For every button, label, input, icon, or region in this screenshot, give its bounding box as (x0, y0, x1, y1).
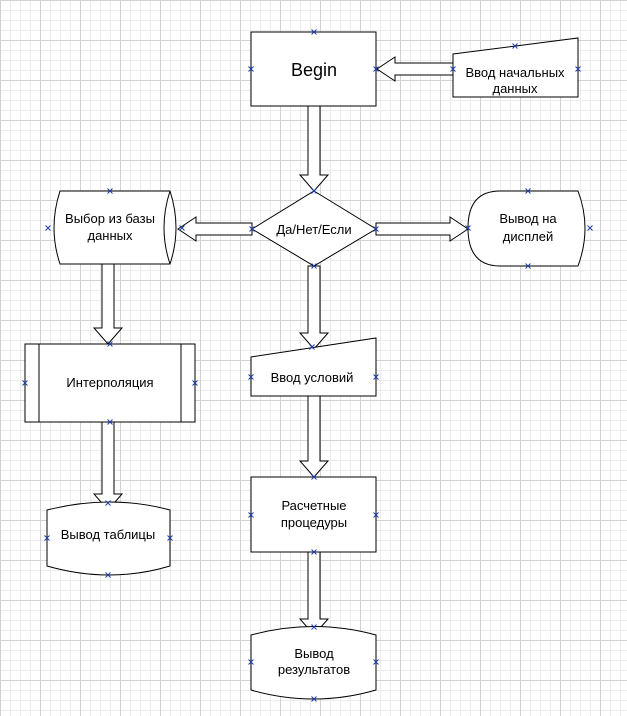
connection-point-marker (525, 263, 531, 269)
display-out-label-line1: Вывод на (499, 211, 557, 226)
table-out-shape (46, 501, 171, 576)
connection-point-marker (179, 225, 185, 231)
connection-point-marker (45, 225, 51, 231)
arrow-decision-to-conditions (298, 265, 330, 350)
db-select-inner-arc (163, 190, 171, 265)
arrow-begin-to-decision (298, 105, 330, 192)
connection-point-marker (249, 226, 255, 232)
arrow-db-to-interpolation (92, 263, 124, 345)
connection-point-marker (107, 188, 113, 194)
connection-point-marker (311, 29, 317, 35)
connection-point-marker (465, 225, 471, 231)
interpolation-node[interactable]: Интерполяция (24, 343, 196, 423)
results-out-label-line1: Вывод (294, 646, 334, 661)
calc-node[interactable]: Расчетные процедуры (250, 476, 377, 553)
connection-point-marker (192, 380, 198, 386)
connection-point-marker (105, 500, 111, 506)
connection-point-marker (373, 512, 379, 518)
input-initial-node[interactable]: Ввод начальных данных (452, 37, 579, 98)
input-initial-shape (452, 37, 579, 98)
connection-point-marker (311, 263, 317, 269)
connection-point-marker (373, 66, 379, 72)
connection-point-marker (373, 226, 379, 232)
calc-label-line1: Расчетные (281, 498, 346, 513)
connection-point-marker (311, 549, 317, 555)
arrow-decision-to-db (177, 216, 253, 242)
interpolation-label: Интерполяция (66, 375, 153, 390)
connection-point-marker (44, 535, 50, 541)
arrow-interpolation-to-table (92, 421, 124, 511)
decision-label: Да/Нет/Если (276, 222, 351, 237)
arrow-input-to-begin (376, 56, 454, 82)
connection-point-marker (248, 374, 254, 380)
begin-label: Begin (291, 60, 337, 80)
display-out-label-line2: дисплей (503, 229, 553, 244)
display-out-shape (467, 190, 586, 267)
connection-point-marker (311, 696, 317, 702)
table-out-label: Вывод таблицы (61, 527, 155, 542)
arrow-decision-to-display (375, 216, 469, 242)
connection-point-marker (373, 659, 379, 665)
begin-node[interactable]: Begin (250, 31, 377, 107)
db-select-node[interactable]: Выбор из базы данных (53, 190, 177, 265)
decision-node[interactable]: Да/Нет/Если (251, 190, 377, 267)
connection-point-marker (373, 374, 379, 380)
connection-point-marker (248, 512, 254, 518)
connection-point-marker (311, 624, 317, 630)
input-conditions-node[interactable]: Ввод условий (250, 337, 377, 397)
connection-point-marker (309, 344, 315, 350)
input-conditions-label: Ввод условий (271, 370, 354, 385)
connection-point-marker (311, 474, 317, 480)
connection-point-marker (248, 659, 254, 665)
connection-point-marker (107, 419, 113, 425)
connection-point-marker (512, 43, 518, 49)
connection-point-marker (167, 535, 173, 541)
arrow-calc-to-results (298, 551, 330, 636)
calc-label-line2: процедуры (281, 515, 347, 530)
db-select-label-line2: данных (87, 228, 133, 243)
begin-box (250, 31, 377, 107)
connection-point-marker (575, 66, 581, 72)
db-select-label-line1: Выбор из базы (65, 211, 155, 226)
connection-point-marker (107, 341, 113, 347)
input-conditions-shape (250, 337, 377, 397)
results-out-node[interactable]: Вывод результатов (250, 626, 377, 700)
connection-point-marker (587, 225, 593, 231)
connection-point-marker (450, 66, 456, 72)
calc-box (250, 476, 377, 553)
arrow-conditions-to-calc (298, 395, 330, 478)
connection-point-marker (525, 188, 531, 194)
display-out-node[interactable]: Вывод на дисплей (467, 190, 586, 267)
results-out-shape (250, 626, 377, 700)
connection-point-marker (22, 380, 28, 386)
connection-point-marker (311, 188, 317, 194)
table-out-node[interactable]: Вывод таблицы (46, 501, 171, 576)
input-initial-label-line1: Ввод начальных (465, 65, 565, 80)
connection-point-marker (105, 572, 111, 578)
results-out-label-line2: результатов (278, 662, 350, 677)
input-initial-label-line2: данных (492, 81, 538, 96)
connection-point-marker (248, 66, 254, 72)
connection-markers (22, 29, 593, 702)
